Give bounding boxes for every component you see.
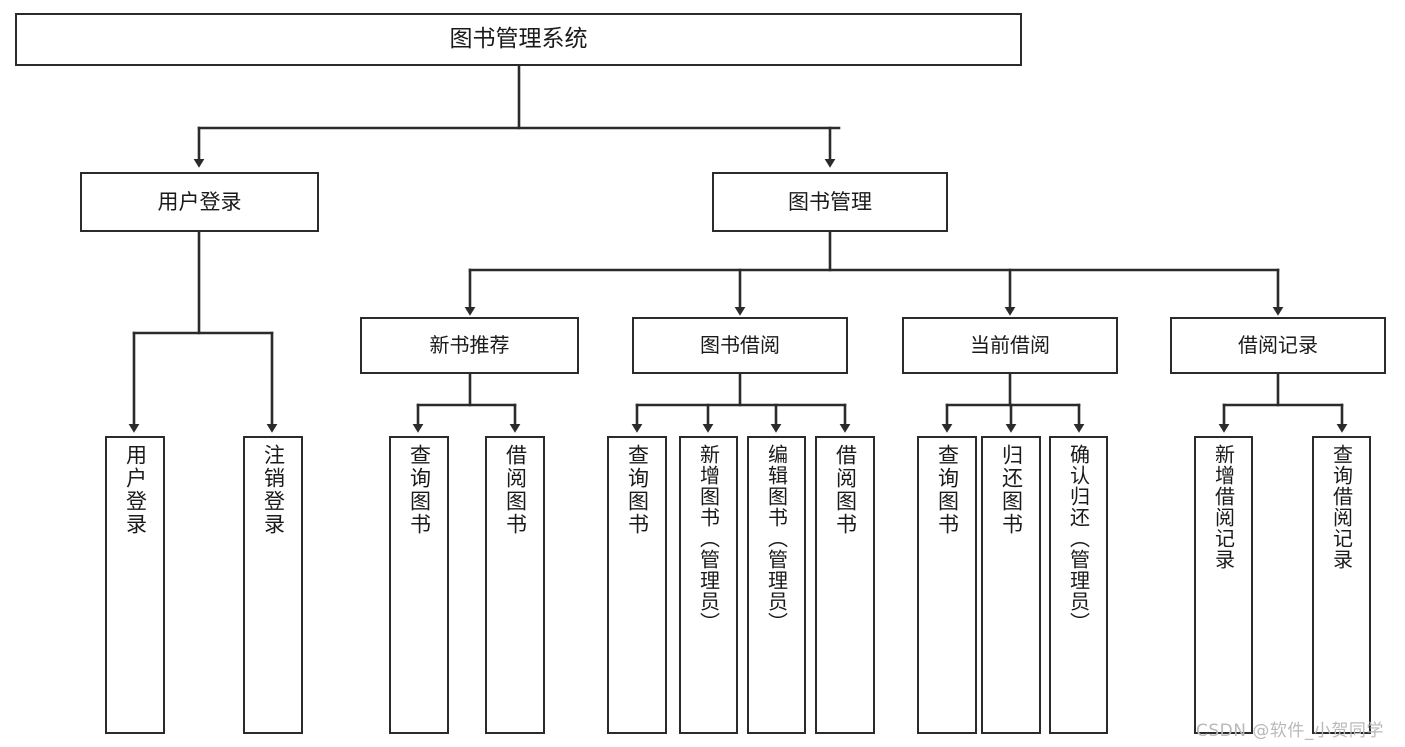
- node-label: 用户登录: [157, 189, 242, 214]
- node-book-management[interactable]: 图书管理: [712, 172, 948, 232]
- node-label: 新增图书（管理员）: [696, 444, 721, 633]
- leaf-book-borrow-add[interactable]: 新增图书（管理员）: [679, 436, 738, 734]
- node-label: 图书管理: [788, 189, 872, 214]
- leaf-book-borrow-edit[interactable]: 编辑图书（管理员）: [747, 436, 806, 734]
- leaf-book-borrow-borrow[interactable]: 借阅图书: [815, 436, 875, 734]
- node-label: 编辑图书（管理员）: [764, 444, 789, 633]
- node-label: 注销登录: [261, 444, 286, 536]
- node-current-borrow[interactable]: 当前借阅: [902, 317, 1118, 374]
- leaf-borrow-record-query[interactable]: 查询借阅记录: [1312, 436, 1371, 734]
- node-label: 归还图书: [999, 444, 1024, 536]
- node-label: 用户登录: [123, 444, 148, 536]
- node-label: 当前借阅: [970, 332, 1050, 357]
- leaf-new-book-borrow[interactable]: 借阅图书: [485, 436, 545, 734]
- node-label: 图书管理系统: [449, 25, 588, 52]
- node-root-system[interactable]: 图书管理系统: [15, 13, 1022, 66]
- node-label: 查询图书: [407, 444, 432, 536]
- node-label: 借阅图书: [833, 444, 858, 536]
- node-label: 借阅记录: [1238, 332, 1318, 357]
- node-label: 图书借阅: [700, 332, 780, 357]
- node-borrow-record[interactable]: 借阅记录: [1170, 317, 1386, 374]
- leaf-user-login-login[interactable]: 用户登录: [105, 436, 165, 734]
- node-user-login[interactable]: 用户登录: [80, 172, 319, 232]
- csdn-watermark: CSDN @软件_小贺同学: [1196, 716, 1384, 741]
- leaf-borrow-record-add[interactable]: 新增借阅记录: [1194, 436, 1253, 734]
- node-label: 查询图书: [935, 444, 960, 536]
- leaf-current-borrow-return[interactable]: 归还图书: [981, 436, 1041, 734]
- node-new-book-recommend[interactable]: 新书推荐: [360, 317, 579, 374]
- leaf-user-login-logout[interactable]: 注销登录: [243, 436, 303, 734]
- leaf-new-book-query[interactable]: 查询图书: [389, 436, 449, 734]
- node-label: 新增借阅记录: [1211, 444, 1236, 570]
- node-label: 确认归还（管理员）: [1066, 444, 1091, 633]
- leaf-current-borrow-confirm-return[interactable]: 确认归还（管理员）: [1049, 436, 1108, 734]
- node-label: 查询图书: [625, 444, 650, 536]
- leaf-current-borrow-query[interactable]: 查询图书: [917, 436, 977, 734]
- leaf-book-borrow-query[interactable]: 查询图书: [607, 436, 667, 734]
- node-label: 查询借阅记录: [1329, 444, 1354, 570]
- node-book-borrow[interactable]: 图书借阅: [632, 317, 848, 374]
- node-label: 借阅图书: [503, 444, 528, 536]
- watermark-text: CSDN @软件_小贺同学: [1196, 721, 1384, 741]
- node-label: 新书推荐: [429, 332, 510, 357]
